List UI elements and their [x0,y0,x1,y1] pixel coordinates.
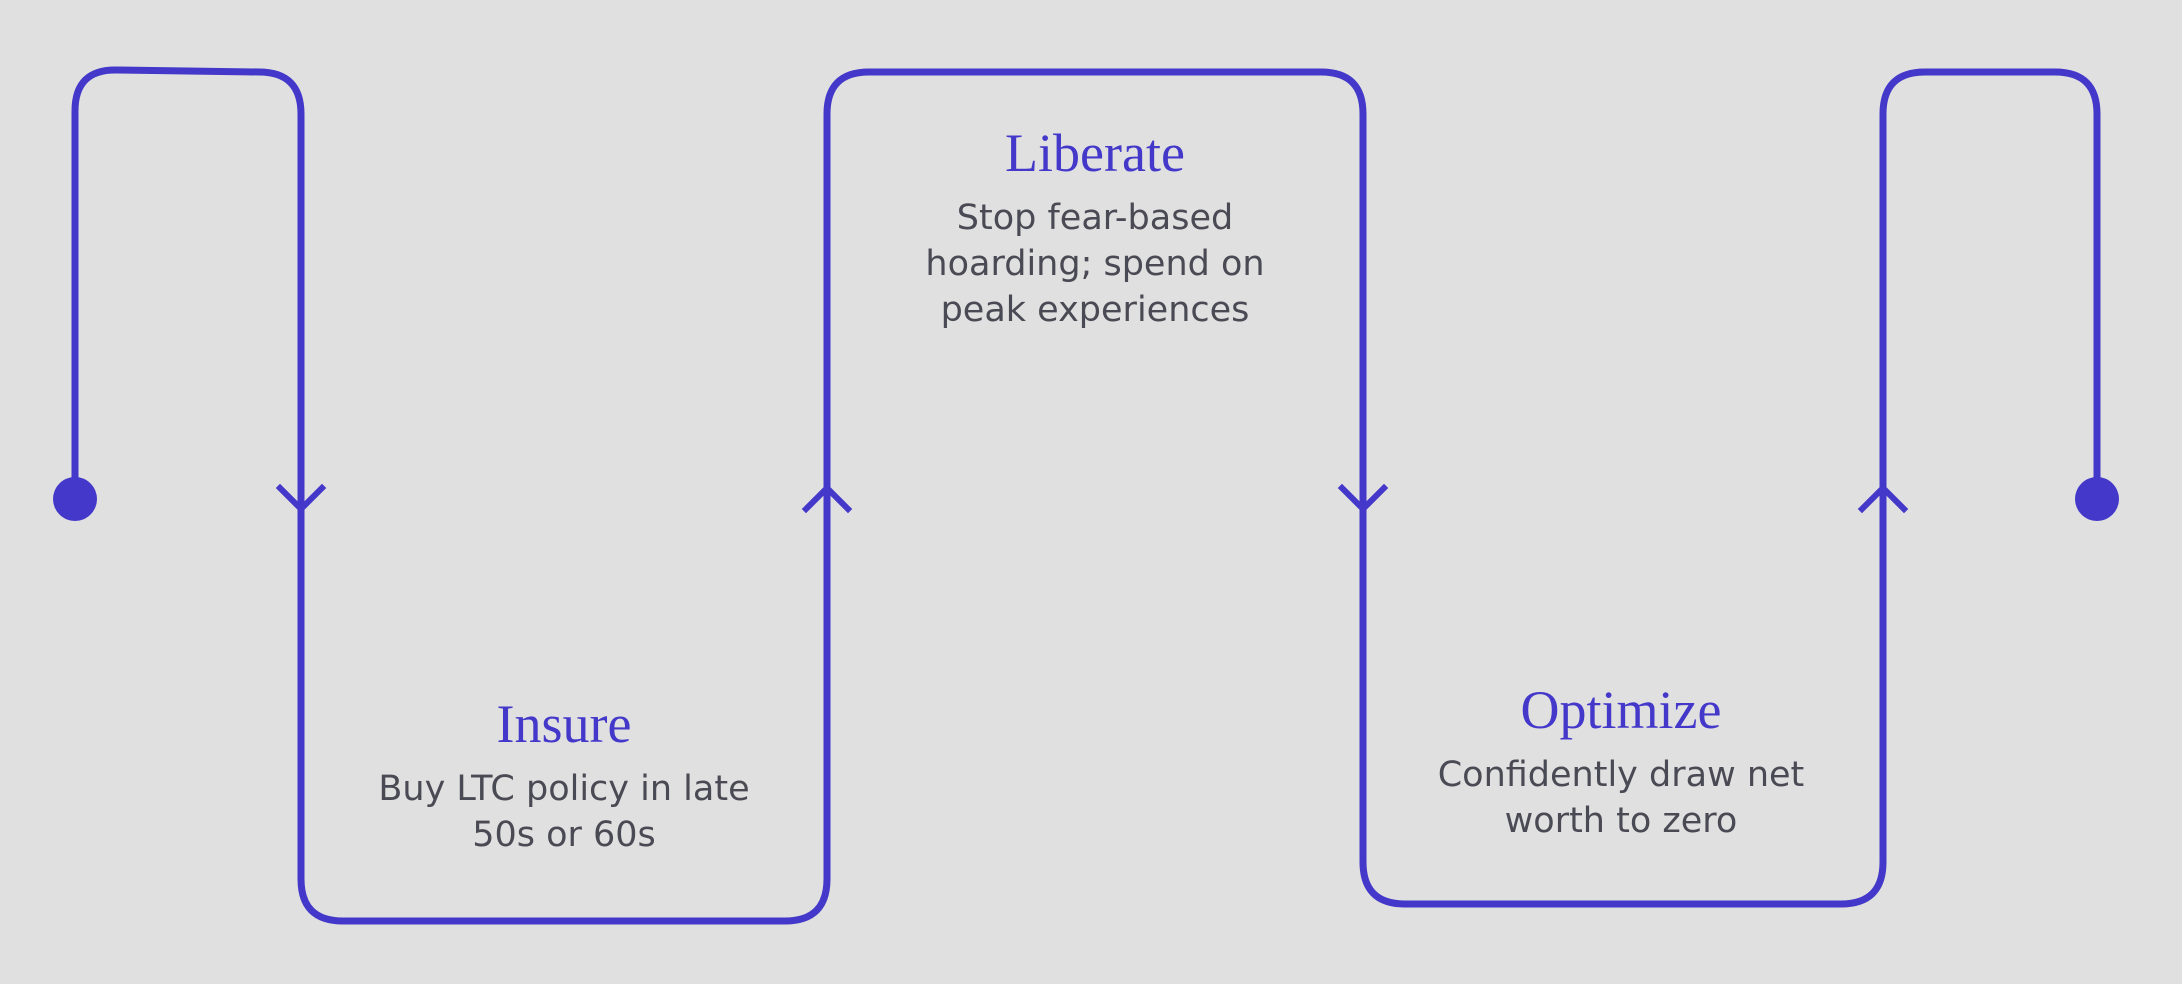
arrow-down-icon [1337,483,1389,514]
step-description: Stop fear-based hoarding; spend on peak … [925,198,1265,330]
step-description: Buy LTC policy in late 50s or 60s [378,769,750,855]
step-liberate: Liberate Stop fear-based hoarding; spend… [845,121,1345,333]
step-title: Insure [496,694,632,754]
step-description: Confidently draw net worth to zero [1437,755,1805,841]
step-title: Liberate [1005,123,1185,183]
step-insure: Insure Buy LTC policy in late 50s or 60s [314,692,814,858]
start-dot-icon [53,477,97,521]
step-title: Optimize [1520,680,1722,740]
arrow-down-icon [275,483,327,514]
arrow-up-icon [1857,483,1909,514]
end-dot-icon [2075,477,2119,521]
step-optimize: Optimize Confidently draw net worth to z… [1371,678,1871,844]
arrow-up-icon [801,483,853,514]
flow-path [71,66,2101,925]
